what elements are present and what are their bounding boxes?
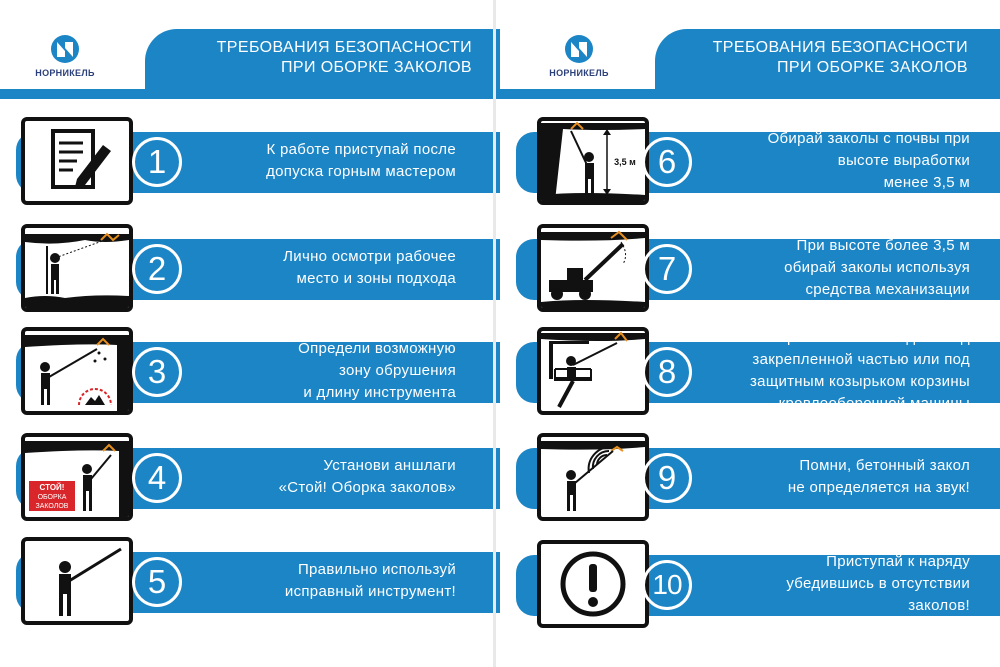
header-stripe	[500, 89, 1000, 99]
scaling-machine-icon	[541, 230, 645, 308]
rule-text-line: К работе приступай после	[266, 141, 456, 158]
rule-text: Обирай заколы с почвы при высоте выработ…	[700, 128, 970, 194]
rule-item-3: 3 Определи возможную зону обрушения и дл…	[0, 327, 500, 415]
rule-text-line: Определи возможную	[298, 340, 456, 357]
rule-text: Лично осмотри рабочее место и зоны подхо…	[195, 246, 456, 290]
rule-number: 7	[642, 244, 692, 294]
miner-in-basket-icon	[541, 331, 645, 408]
miner-warning-sign-icon: СТОЙ! ОБОРКА ЗАКОЛОВ	[25, 441, 129, 517]
exclamation-icon	[560, 551, 626, 617]
rule-text-line: защитным козырьком корзины	[750, 373, 970, 390]
rule-text-line: Установи аншлаги	[323, 457, 456, 474]
page-title-line: ПРИ ОБОРКЕ ЗАКОЛОВ	[777, 59, 968, 76]
page-title-line: ТРЕБОВАНИЯ БЕЗОПАСНОСТИ	[216, 39, 472, 56]
rule-text-line: менее 3,5 м	[883, 174, 970, 191]
miner-sound-check-icon	[541, 441, 645, 511]
rule-text: При высоте более 3,5 м обирай заколы исп…	[700, 235, 970, 301]
rule-pictogram	[21, 117, 133, 205]
rule-text: Обирай заколы находясь под закрепленной …	[700, 327, 970, 415]
rule-text-line: высоте выработки	[837, 152, 970, 169]
rule-number: 3	[132, 347, 182, 397]
rule-text-line: зону обрушения	[339, 362, 456, 379]
rule-text-line: исправный инструмент!	[284, 583, 456, 600]
rule-text-line: кровлеоборочной машины	[778, 395, 970, 412]
rule-number: 5	[132, 557, 182, 607]
rule-pictogram	[537, 540, 649, 628]
rule-item-9: 9 Помни, бетонный закол не определяется …	[500, 433, 1000, 521]
page-divider	[493, 0, 496, 667]
rule-item-8: 8 Обирай заколы находясь под закрепленно…	[500, 327, 1000, 415]
rule-text-line: Лично осмотри рабочее	[283, 248, 456, 265]
rule-text-line: «Стой! Оборка заколов»	[278, 479, 456, 496]
page-title-line: ТРЕБОВАНИЯ БЕЗОПАСНОСТИ	[712, 39, 968, 56]
rule-text-line: место и зоны подхода	[296, 270, 456, 287]
warning-sign-line: СТОЙ!	[40, 483, 65, 492]
brand-logo: НОРНИКЕЛЬ	[20, 34, 110, 84]
miner-inspecting-roof-icon	[25, 232, 129, 308]
rule-item-4: СТОЙ! ОБОРКА ЗАКОЛОВ 4 Установи аншлаги …	[0, 433, 500, 521]
nornickel-logo-icon	[565, 35, 593, 63]
miner-height-icon: 3,5 м	[541, 121, 645, 201]
rule-item-2: 2 Лично осмотри рабочее место и зоны под…	[0, 224, 500, 312]
rule-pictogram	[21, 224, 133, 312]
nornickel-logo-icon	[51, 35, 79, 63]
rule-text-line: закрепленной частью или под	[752, 351, 970, 368]
rule-number: 6	[642, 137, 692, 187]
safety-sheet-left: НОРНИКЕЛЬ ТРЕБОВАНИЯ БЕЗОПАСНОСТИ ПРИ ОБ…	[0, 29, 500, 625]
rule-text-line: и длину инструмента	[303, 384, 456, 401]
rule-text-line: заколов!	[908, 597, 970, 614]
header-band	[145, 29, 500, 89]
rule-number: 8	[642, 347, 692, 397]
rule-text-line: Приступай к наряду	[826, 553, 970, 570]
rule-item-6: 3,5 м 6 Обирай заколы с почвы при высоте…	[500, 117, 1000, 205]
rule-item-7: 7 При высоте более 3,5 м обирай заколы и…	[500, 224, 1000, 312]
page-title-line: ПРИ ОБОРКЕ ЗАКОЛОВ	[281, 59, 472, 76]
rule-text-line: Обирай заколы с почвы при	[767, 130, 970, 147]
rule-text-line: Обирай заколы находясь под	[757, 329, 970, 346]
miner-with-bar-icon	[59, 547, 122, 616]
rule-text: К работе приступай после допуска горным …	[195, 139, 456, 183]
rule-pictogram	[537, 433, 649, 521]
rule-text-line: При высоте более 3,5 м	[796, 237, 970, 254]
rule-item-5: 5 Правильно используй исправный инструме…	[0, 537, 500, 625]
warning-sign-line: ОБОРКА	[38, 494, 67, 501]
document-pen-icon	[51, 129, 111, 189]
header-band	[655, 29, 1000, 89]
rule-text: Установи аншлаги «Стой! Оборка заколов»	[195, 455, 456, 499]
page-title: ТРЕБОВАНИЯ БЕЗОПАСНОСТИ ПРИ ОБОРКЕ ЗАКОЛ…	[172, 38, 472, 78]
brand-name: НОРНИКЕЛЬ	[35, 68, 95, 78]
rule-number: 2	[132, 244, 182, 294]
rule-text-line: Правильно используй	[297, 561, 456, 578]
rule-pictogram	[537, 327, 649, 415]
safety-sheet-right: НОРНИКЕЛЬ ТРЕБОВАНИЯ БЕЗОПАСНОСТИ ПРИ ОБ…	[500, 0, 1000, 667]
rule-text-line: не определяется на звук!	[787, 479, 970, 496]
rule-number: 10	[642, 560, 692, 610]
rule-text-line: Помни, бетонный закол	[799, 457, 970, 474]
rule-pictogram: СТОЙ! ОБОРКА ЗАКОЛОВ	[21, 433, 133, 521]
rule-pictogram: 3,5 м	[537, 117, 649, 205]
rule-text-line: допуска горным мастером	[266, 163, 456, 180]
page-title: ТРЕБОВАНИЯ БЕЗОПАСНОСТИ ПРИ ОБОРКЕ ЗАКОЛ…	[668, 38, 968, 78]
rule-text: Помни, бетонный закол не определяется на…	[700, 455, 970, 499]
brand-name: НОРНИКЕЛЬ	[549, 68, 609, 78]
rule-text: Приступай к наряду убедившись в отсутств…	[700, 551, 970, 617]
header-stripe	[0, 89, 500, 99]
rule-pictogram	[21, 537, 133, 625]
rule-pictogram	[21, 327, 133, 415]
rule-text: Определи возможную зону обрушения и длин…	[195, 338, 456, 404]
miner-collapse-zone-icon	[25, 335, 129, 411]
rule-number: 1	[132, 137, 182, 187]
brand-logo: НОРНИКЕЛЬ	[534, 34, 624, 84]
rule-number: 9	[642, 453, 692, 503]
height-label: 3,5 м	[614, 157, 636, 167]
warning-sign-line: ЗАКОЛОВ	[36, 503, 69, 510]
rule-item-1: 1 К работе приступай после допуска горны…	[0, 117, 500, 205]
rule-item-10: 10 Приступай к наряду убедившись в отсут…	[500, 540, 1000, 628]
rule-text-line: обирай заколы используя	[784, 259, 970, 276]
rule-text-line: убедившись в отсутствии	[786, 575, 970, 592]
rule-text-line: средства механизации	[805, 281, 970, 298]
rule-text: Правильно используй исправный инструмент…	[195, 559, 456, 603]
rule-pictogram	[537, 224, 649, 312]
rule-number: 4	[132, 453, 182, 503]
